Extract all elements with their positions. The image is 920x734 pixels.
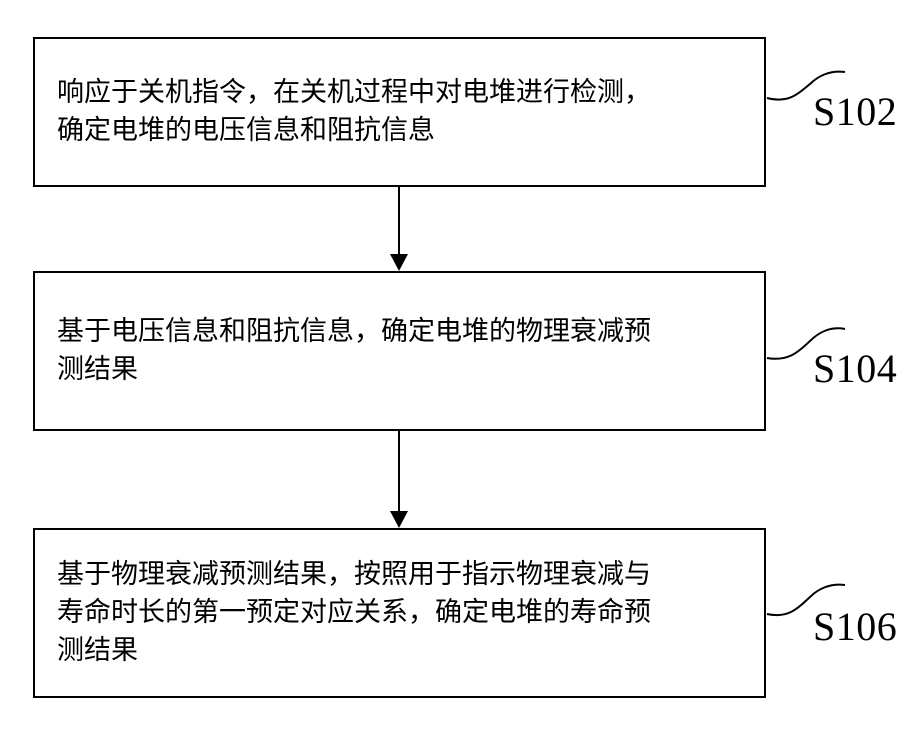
step-label-s106: S106	[813, 603, 897, 650]
arrow-head-1	[390, 254, 408, 271]
step-label-s104: S104	[813, 345, 897, 392]
step-label-s102: S102	[813, 88, 897, 135]
arrow-head-2	[390, 511, 408, 528]
